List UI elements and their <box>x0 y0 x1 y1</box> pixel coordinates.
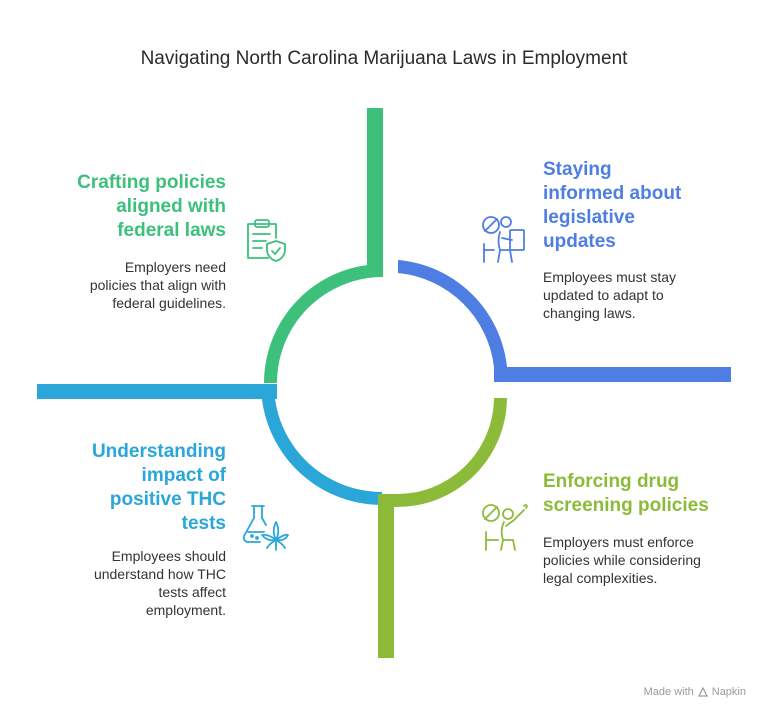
bottom-left-heading-line: tests <box>181 513 226 534</box>
top-left-body-line: policies that align with <box>89 277 226 293</box>
bottom-left-body: Employees should understand how THC test… <box>40 547 226 619</box>
made-with-text: Made with <box>643 686 694 698</box>
bottom-right-heading-line: screening policies <box>543 495 709 516</box>
napkin-brand-text: Napkin <box>711 686 746 698</box>
top-right-heading-line: updates <box>543 231 616 252</box>
bottom-left-body-line: employment. <box>145 602 226 618</box>
bottom-left-heading: Understanding impact of positive THC tes… <box>40 440 226 536</box>
clipboard-shield-icon <box>247 219 286 262</box>
bottom-right-heading-line: Enforcing drug <box>543 471 680 492</box>
bottom-right-body: Employers must enforce policies while co… <box>543 533 753 587</box>
napkin-logo-icon <box>697 687 708 697</box>
lime-quadrant-shape <box>378 398 507 658</box>
bottom-left-body-line: understand how THC <box>93 566 226 582</box>
top-left-heading: Crafting policies aligned with federal l… <box>40 171 226 243</box>
top-right-heading: Staying informed about legislative updat… <box>543 158 743 254</box>
bottom-left-heading-line: Understanding <box>91 441 226 462</box>
page-title: Navigating North Carolina Marijuana Laws… <box>140 48 628 69</box>
top-left-body-line: Employers need <box>124 259 226 275</box>
flask-leaf-icon <box>242 505 289 551</box>
top-right-body-line: updated to adapt to <box>543 287 664 303</box>
bottom-left-heading-line: positive THC <box>109 489 226 510</box>
blue-quadrant-shape <box>398 260 731 382</box>
top-left-heading-line: aligned with <box>116 196 226 217</box>
top-right-body-line: changing laws. <box>543 305 636 321</box>
top-right-body-line: Employees must stay <box>543 269 677 285</box>
bottom-right-body-line: Employers must enforce <box>543 534 694 550</box>
bottom-right-body-line: legal complexities. <box>543 570 658 586</box>
top-left-heading-line: Crafting policies <box>77 172 226 193</box>
green-quadrant-shape <box>264 108 383 383</box>
bottom-right-heading: Enforcing drug screening policies <box>543 470 753 518</box>
top-left-body-line: federal guidelines. <box>112 295 226 311</box>
napkin-watermark: Made with Napkin <box>644 686 746 698</box>
top-left-body: Employers need policies that align with … <box>40 258 226 312</box>
cyan-quadrant-shape <box>37 384 382 505</box>
top-right-heading-line: legislative <box>543 207 635 228</box>
top-right-heading-line: informed about <box>543 183 682 204</box>
top-right-body: Employees must stay updated to adapt to … <box>543 268 743 322</box>
bottom-left-body-line: Employees should <box>111 548 226 564</box>
bottom-right-body-line: policies while considering <box>543 552 701 568</box>
no-smoking-reader-icon <box>482 216 525 263</box>
bottom-left-body-line: tests affect <box>158 584 226 600</box>
no-smoking-person-icon <box>482 504 528 551</box>
top-right-heading-line: Staying <box>543 159 612 180</box>
top-left-heading-line: federal laws <box>117 220 226 241</box>
bottom-left-heading-line: impact of <box>141 465 226 486</box>
